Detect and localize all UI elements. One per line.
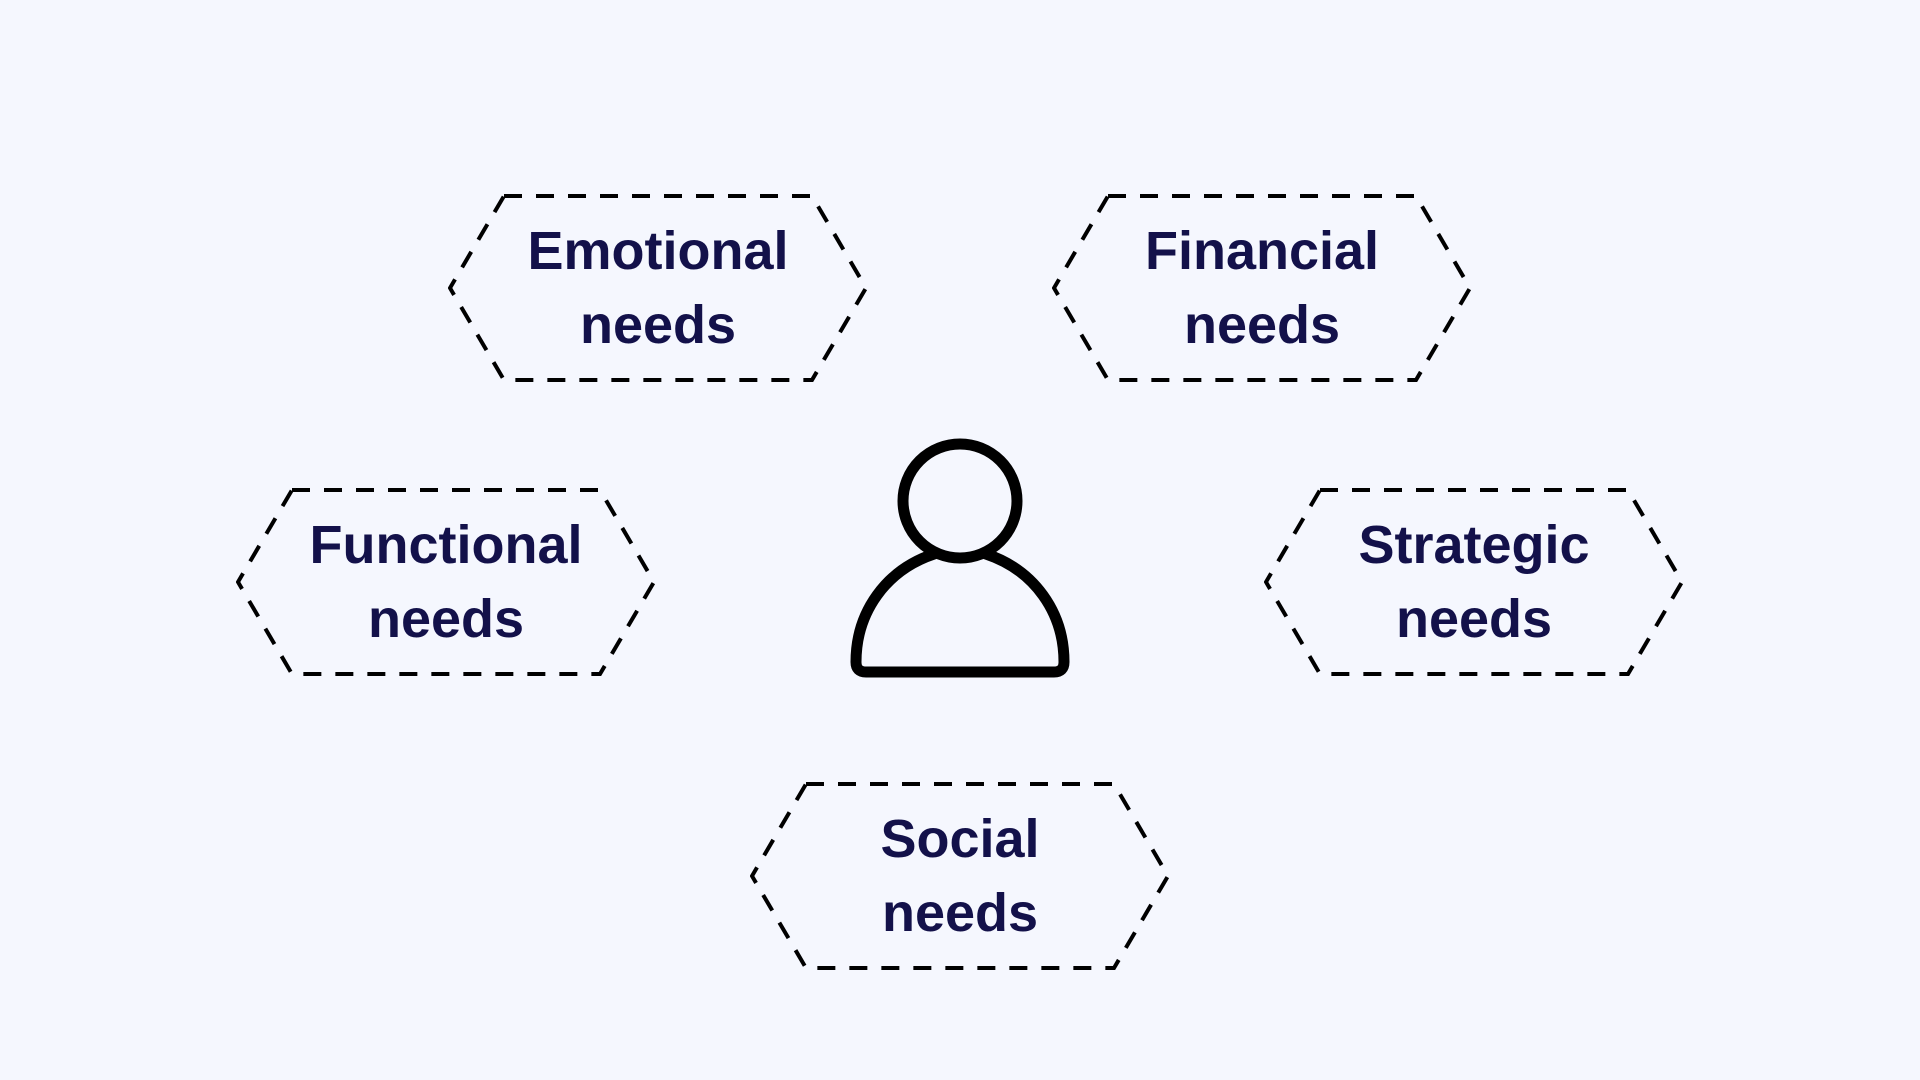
node-label-line2: needs: [1183, 295, 1341, 355]
hexagon-outline: [1052, 194, 1472, 382]
hexagon-outline: [750, 782, 1170, 970]
node-label-line1: Functional: [309, 515, 583, 575]
node-label-line2: needs: [579, 295, 737, 355]
node-label-line2: needs: [367, 589, 525, 649]
node-label-line2: needs: [1395, 589, 1553, 649]
financial-needs-node: Financial needs: [1052, 194, 1472, 382]
hexagon-outline: [236, 488, 656, 676]
node-label-line2: needs: [881, 883, 1039, 943]
node-label-line1: Strategic: [1358, 515, 1590, 575]
hexagon-outline: [1264, 488, 1684, 676]
person-icon: [846, 436, 1074, 687]
node-label-line1: Emotional: [527, 221, 789, 281]
hexagon-outline: [448, 194, 868, 382]
strategic-needs-node: Strategic needs: [1264, 488, 1684, 676]
emotional-needs-node: Emotional needs: [448, 194, 868, 382]
functional-needs-node: Functional needs: [236, 488, 656, 676]
node-label-line1: Social: [880, 809, 1040, 869]
social-needs-node: Social needs: [750, 782, 1170, 970]
node-label-line1: Financial: [1144, 221, 1380, 281]
